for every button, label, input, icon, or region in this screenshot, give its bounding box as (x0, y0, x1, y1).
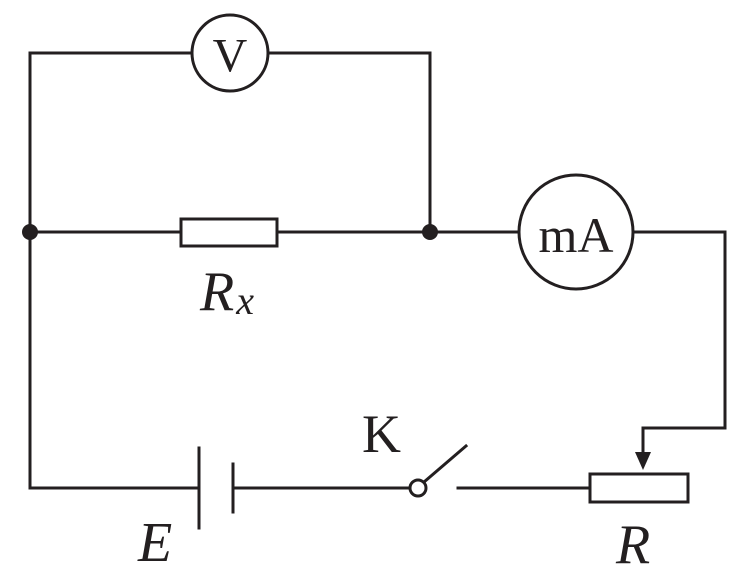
slider-arrow (635, 452, 651, 470)
rheostat-label: R (615, 514, 650, 576)
rx-label-main: R (199, 261, 234, 323)
milliammeter (517, 173, 635, 291)
rheostat-r (588, 472, 690, 504)
wire-left-to-battery (28, 230, 199, 490)
rx-label: Rx (199, 261, 254, 323)
resistor-rx (179, 217, 279, 248)
switch-blade (421, 443, 469, 485)
junction-left (22, 224, 38, 240)
wire-voltmeter-left (28, 51, 194, 234)
switch-label: K (362, 404, 401, 464)
junction-right (422, 224, 438, 240)
wire-voltmeter-right (266, 51, 432, 234)
voltmeter-symbol: V (213, 30, 248, 83)
switch-pivot (408, 478, 428, 498)
battery-label: E (137, 512, 172, 574)
voltmeter (190, 13, 270, 93)
milliammeter-symbol: mA (539, 207, 614, 263)
wire-milliammeter-to-slider (631, 230, 727, 454)
rx-label-subscript: x (235, 278, 254, 323)
